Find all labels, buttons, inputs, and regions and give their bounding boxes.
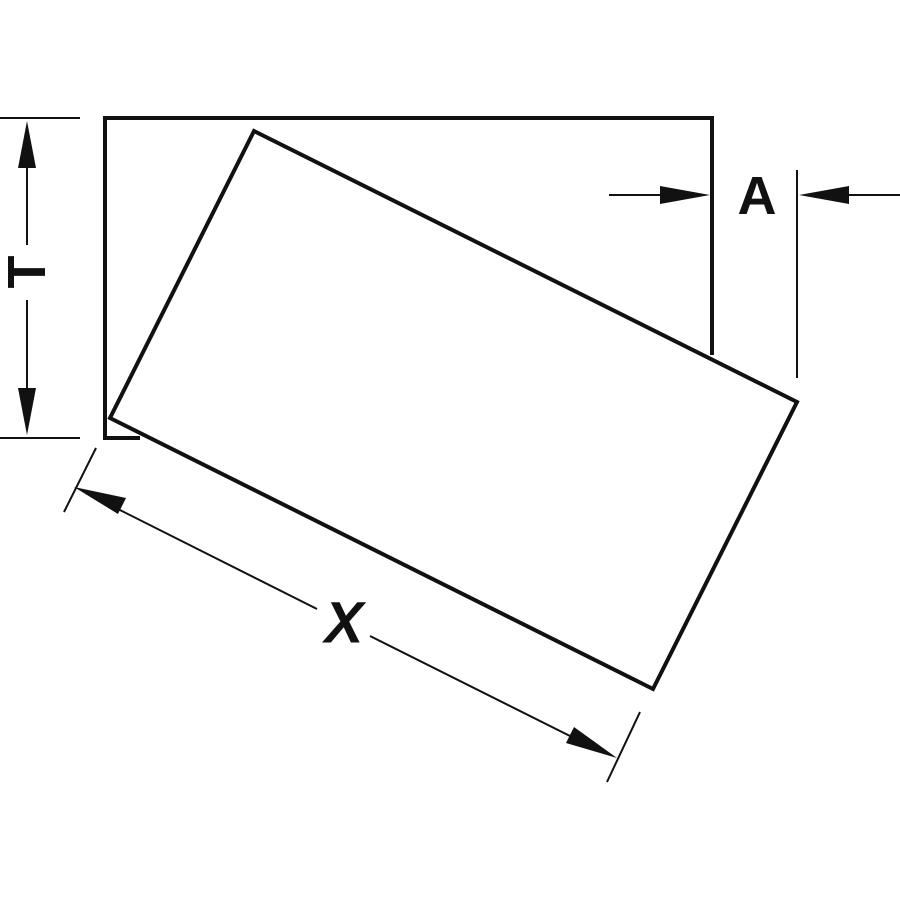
dimension-t: T [0,117,80,439]
dimension-t-arrow-down [18,388,36,435]
dimension-a-label: A [738,166,777,226]
dimension-t-arrow-up [18,121,36,168]
dimension-x-arrow-left [74,487,126,514]
dimension-x: X [63,447,641,783]
dimension-a-arrow-left [799,186,849,204]
dimension-x-arrow-right [566,727,617,758]
cabinet-outline [103,116,714,440]
rotated-panel [107,128,800,692]
dimension-x-label: X [322,591,367,656]
dimension-x-extension-left [63,447,97,513]
dimension-a: A [609,166,900,378]
dimension-x-line-right [369,635,591,747]
dimension-x-line-left [99,499,318,610]
dimension-t-label: T [0,256,57,289]
dimension-a-arrow-right [660,186,710,204]
dimension-x-extension-right [606,711,641,783]
